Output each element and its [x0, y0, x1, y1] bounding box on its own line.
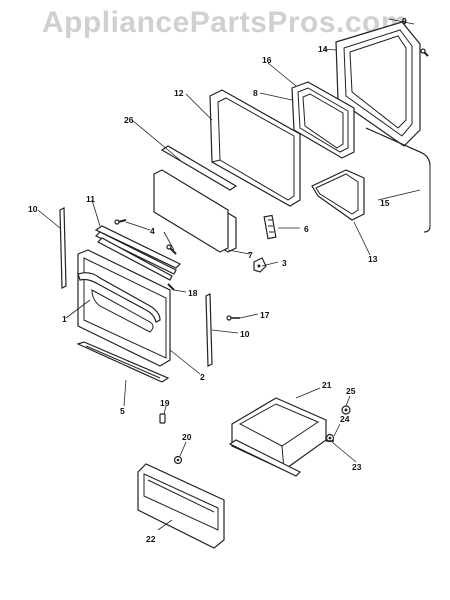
- part-10-right-side-trim: [205, 293, 213, 367]
- part-13-bracket: [311, 169, 365, 221]
- callout-9: 9: [402, 16, 407, 26]
- callout-15: 15: [380, 198, 390, 208]
- part-25-roller: [341, 405, 351, 415]
- callout-21: 21: [322, 380, 332, 390]
- callout-14: 14: [318, 44, 328, 54]
- callout-10-right: 10: [240, 329, 250, 339]
- callout-12: 12: [174, 88, 184, 98]
- part-16-window-gasket: [291, 81, 355, 159]
- callout-23: 23: [352, 462, 362, 472]
- part-6-small-bracket: [263, 214, 277, 240]
- watermark-logo: AppliancePartsPros.com: [41, 6, 409, 39]
- callout-25: 25: [346, 386, 356, 396]
- callout-8: 8: [253, 88, 258, 98]
- part-9-screw: [420, 48, 429, 57]
- part-20-nut: [173, 455, 183, 465]
- part-10-left-side-trim: [59, 207, 67, 289]
- callout-18: 18: [188, 288, 198, 298]
- callout-11: 11: [86, 194, 95, 204]
- callout-7: 7: [248, 250, 253, 260]
- callout-24: 24: [340, 414, 350, 424]
- part-5-bottom-trim: [76, 341, 170, 383]
- callout-16: 16: [262, 55, 272, 65]
- callout-20: 20: [182, 432, 192, 442]
- callout-13: 13: [368, 254, 378, 264]
- callout-19: 19: [160, 398, 170, 408]
- part-7-glass-panel: [153, 169, 237, 253]
- callout-1: 1: [62, 314, 67, 324]
- callout-2: 2: [200, 372, 205, 382]
- part-15-door-seal: [365, 127, 431, 233]
- callout-5: 5: [120, 406, 125, 416]
- part-17-screw: [226, 315, 240, 321]
- callout-17: 17: [260, 310, 270, 320]
- callout-26: 26: [124, 115, 134, 125]
- part-26-insulation-strip: [160, 145, 238, 191]
- part-21-drawer-body: [228, 397, 327, 477]
- callout-4: 4: [150, 226, 155, 236]
- part-18-screw: [167, 283, 175, 291]
- callout-labels: 9 14 16 8 12 26 15 13 6 7 3 10 11 4 18 1…: [28, 16, 407, 544]
- callout-10-left: 10: [28, 204, 38, 214]
- callout-22: 22: [146, 534, 156, 544]
- leader-lines: [37, 18, 421, 531]
- part-4-screws: [114, 219, 177, 255]
- part-19-clip: [159, 413, 166, 424]
- part-11-top-trim: [94, 225, 182, 281]
- part-12-door-liner: [209, 89, 301, 207]
- callout-6: 6: [304, 224, 309, 234]
- part-22-drawer-front: [137, 463, 225, 549]
- part-3-hinge-clip: [253, 257, 267, 273]
- callout-3: 3: [282, 258, 287, 268]
- part-1-outer-door: [77, 249, 171, 367]
